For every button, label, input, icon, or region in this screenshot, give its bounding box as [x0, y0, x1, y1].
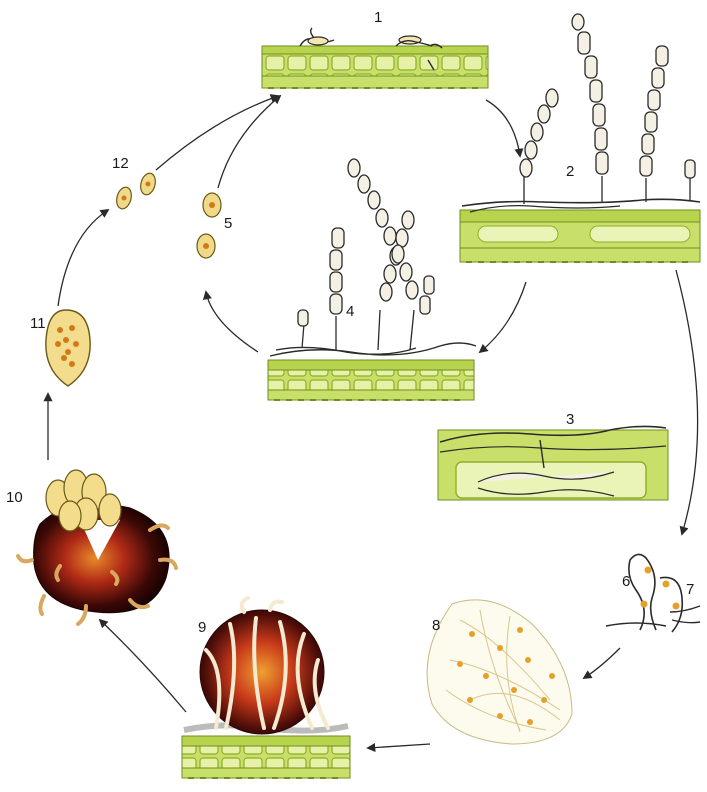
stage-3-haustorium: [438, 426, 668, 500]
arrow-9-to-10: [100, 620, 186, 712]
arrow-12-to-1: [156, 96, 278, 170]
stage-2-conidiophores: [460, 14, 700, 262]
stage-label-6: 6: [622, 574, 630, 589]
stage-9-cleistothecium: [182, 598, 350, 778]
stage-5-conidia: [197, 193, 221, 258]
stage-label-1: 1: [374, 10, 382, 25]
stage-label-4: 4: [346, 304, 354, 319]
stage-label-7: 7: [686, 582, 694, 597]
stage-label-2: 2: [566, 164, 574, 179]
arrow-2-to-6: [676, 270, 698, 534]
stage-label-10: 10: [6, 490, 23, 505]
stage-label-5: 5: [224, 216, 232, 231]
stage-label-8: 8: [432, 618, 440, 633]
arrow-8-to-9: [368, 744, 430, 748]
stage-label-3: 3: [566, 412, 574, 427]
arrow-5-to-1: [218, 96, 280, 188]
stage-1-leaf: [262, 28, 488, 88]
arrow-4-to-5: [206, 292, 258, 352]
arrow-1-to-2: [486, 100, 520, 156]
stage-11-ascus: [46, 310, 90, 386]
stage-8-hyphal-mass: [427, 600, 572, 744]
stage-label-11: 11: [30, 316, 46, 331]
stage-12-ascospores: [114, 172, 157, 211]
stage-label-9: 9: [198, 620, 206, 635]
stage-4-conidiophores: [268, 159, 476, 400]
stage-label-12: 12: [112, 156, 129, 171]
arrow-2-to-4: [480, 282, 526, 352]
arrow-11-to-12: [58, 210, 108, 306]
arrow-7-to-8: [584, 648, 620, 678]
stage-10-cleistothecium-open: [18, 470, 176, 624]
